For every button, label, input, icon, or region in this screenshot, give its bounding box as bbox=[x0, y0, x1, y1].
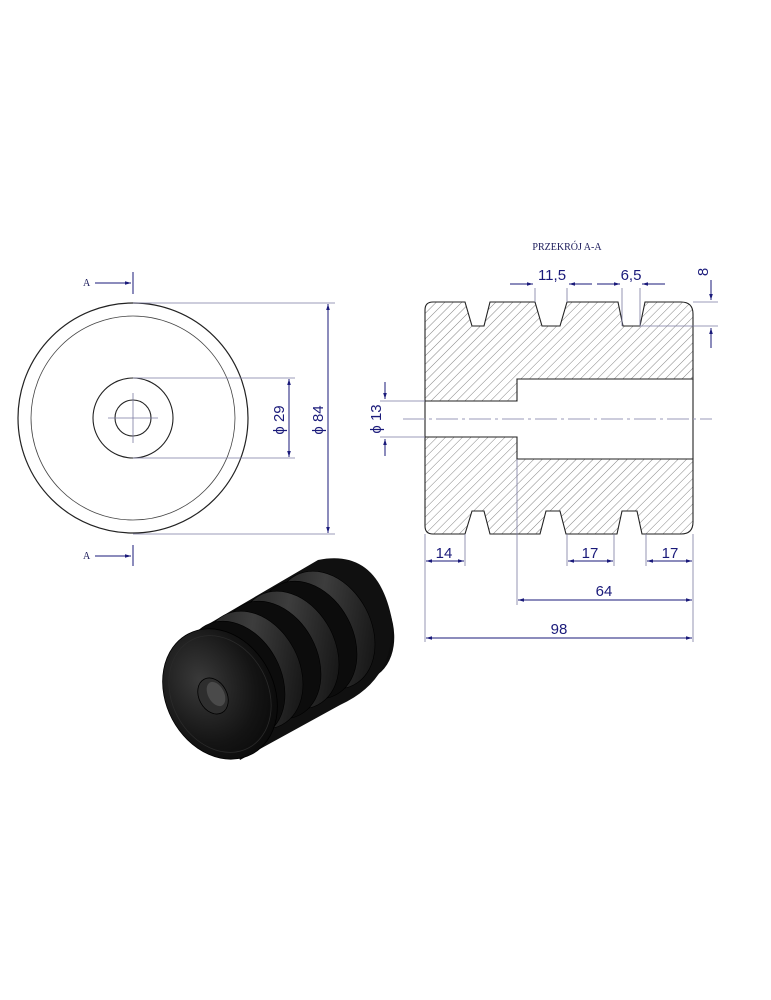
dimension-groove-pitch: 17 bbox=[582, 545, 599, 562]
chamfer-circle bbox=[30, 315, 236, 521]
dimension-overall-length: 98 bbox=[551, 621, 568, 638]
section-marker-top: A bbox=[83, 272, 134, 294]
section-marker-bottom: A bbox=[83, 545, 134, 566]
dimension-groove-top-width: 11,5 bbox=[538, 267, 566, 284]
dimension-counterbore-depth: 64 bbox=[596, 583, 613, 600]
dimension-bore-diameter: ϕ 13 bbox=[368, 404, 385, 433]
section-marker-label: A bbox=[83, 551, 91, 562]
dimension-groove-bottom-width: 6,5 bbox=[621, 267, 642, 284]
dimension-last-groove-offset: 17 bbox=[662, 545, 679, 562]
dimension-first-groove-offset: 14 bbox=[436, 545, 453, 562]
section-view: PRZEKRÓJ A-A 11,5 6,5 8 ϕ 13 bbox=[368, 241, 718, 642]
section-title: PRZEKRÓJ A-A bbox=[532, 241, 602, 253]
isometric-view bbox=[162, 558, 395, 760]
dimension-groove-depth: 8 bbox=[695, 268, 712, 276]
dimension-outer-diameter: ϕ 84 bbox=[310, 405, 327, 434]
dimension-middle-diameter: ϕ 29 bbox=[271, 405, 288, 434]
section-body bbox=[424, 301, 694, 535]
section-marker-label: A bbox=[83, 278, 91, 289]
front-view: A A ϕ 84 ϕ 29 bbox=[17, 272, 335, 566]
